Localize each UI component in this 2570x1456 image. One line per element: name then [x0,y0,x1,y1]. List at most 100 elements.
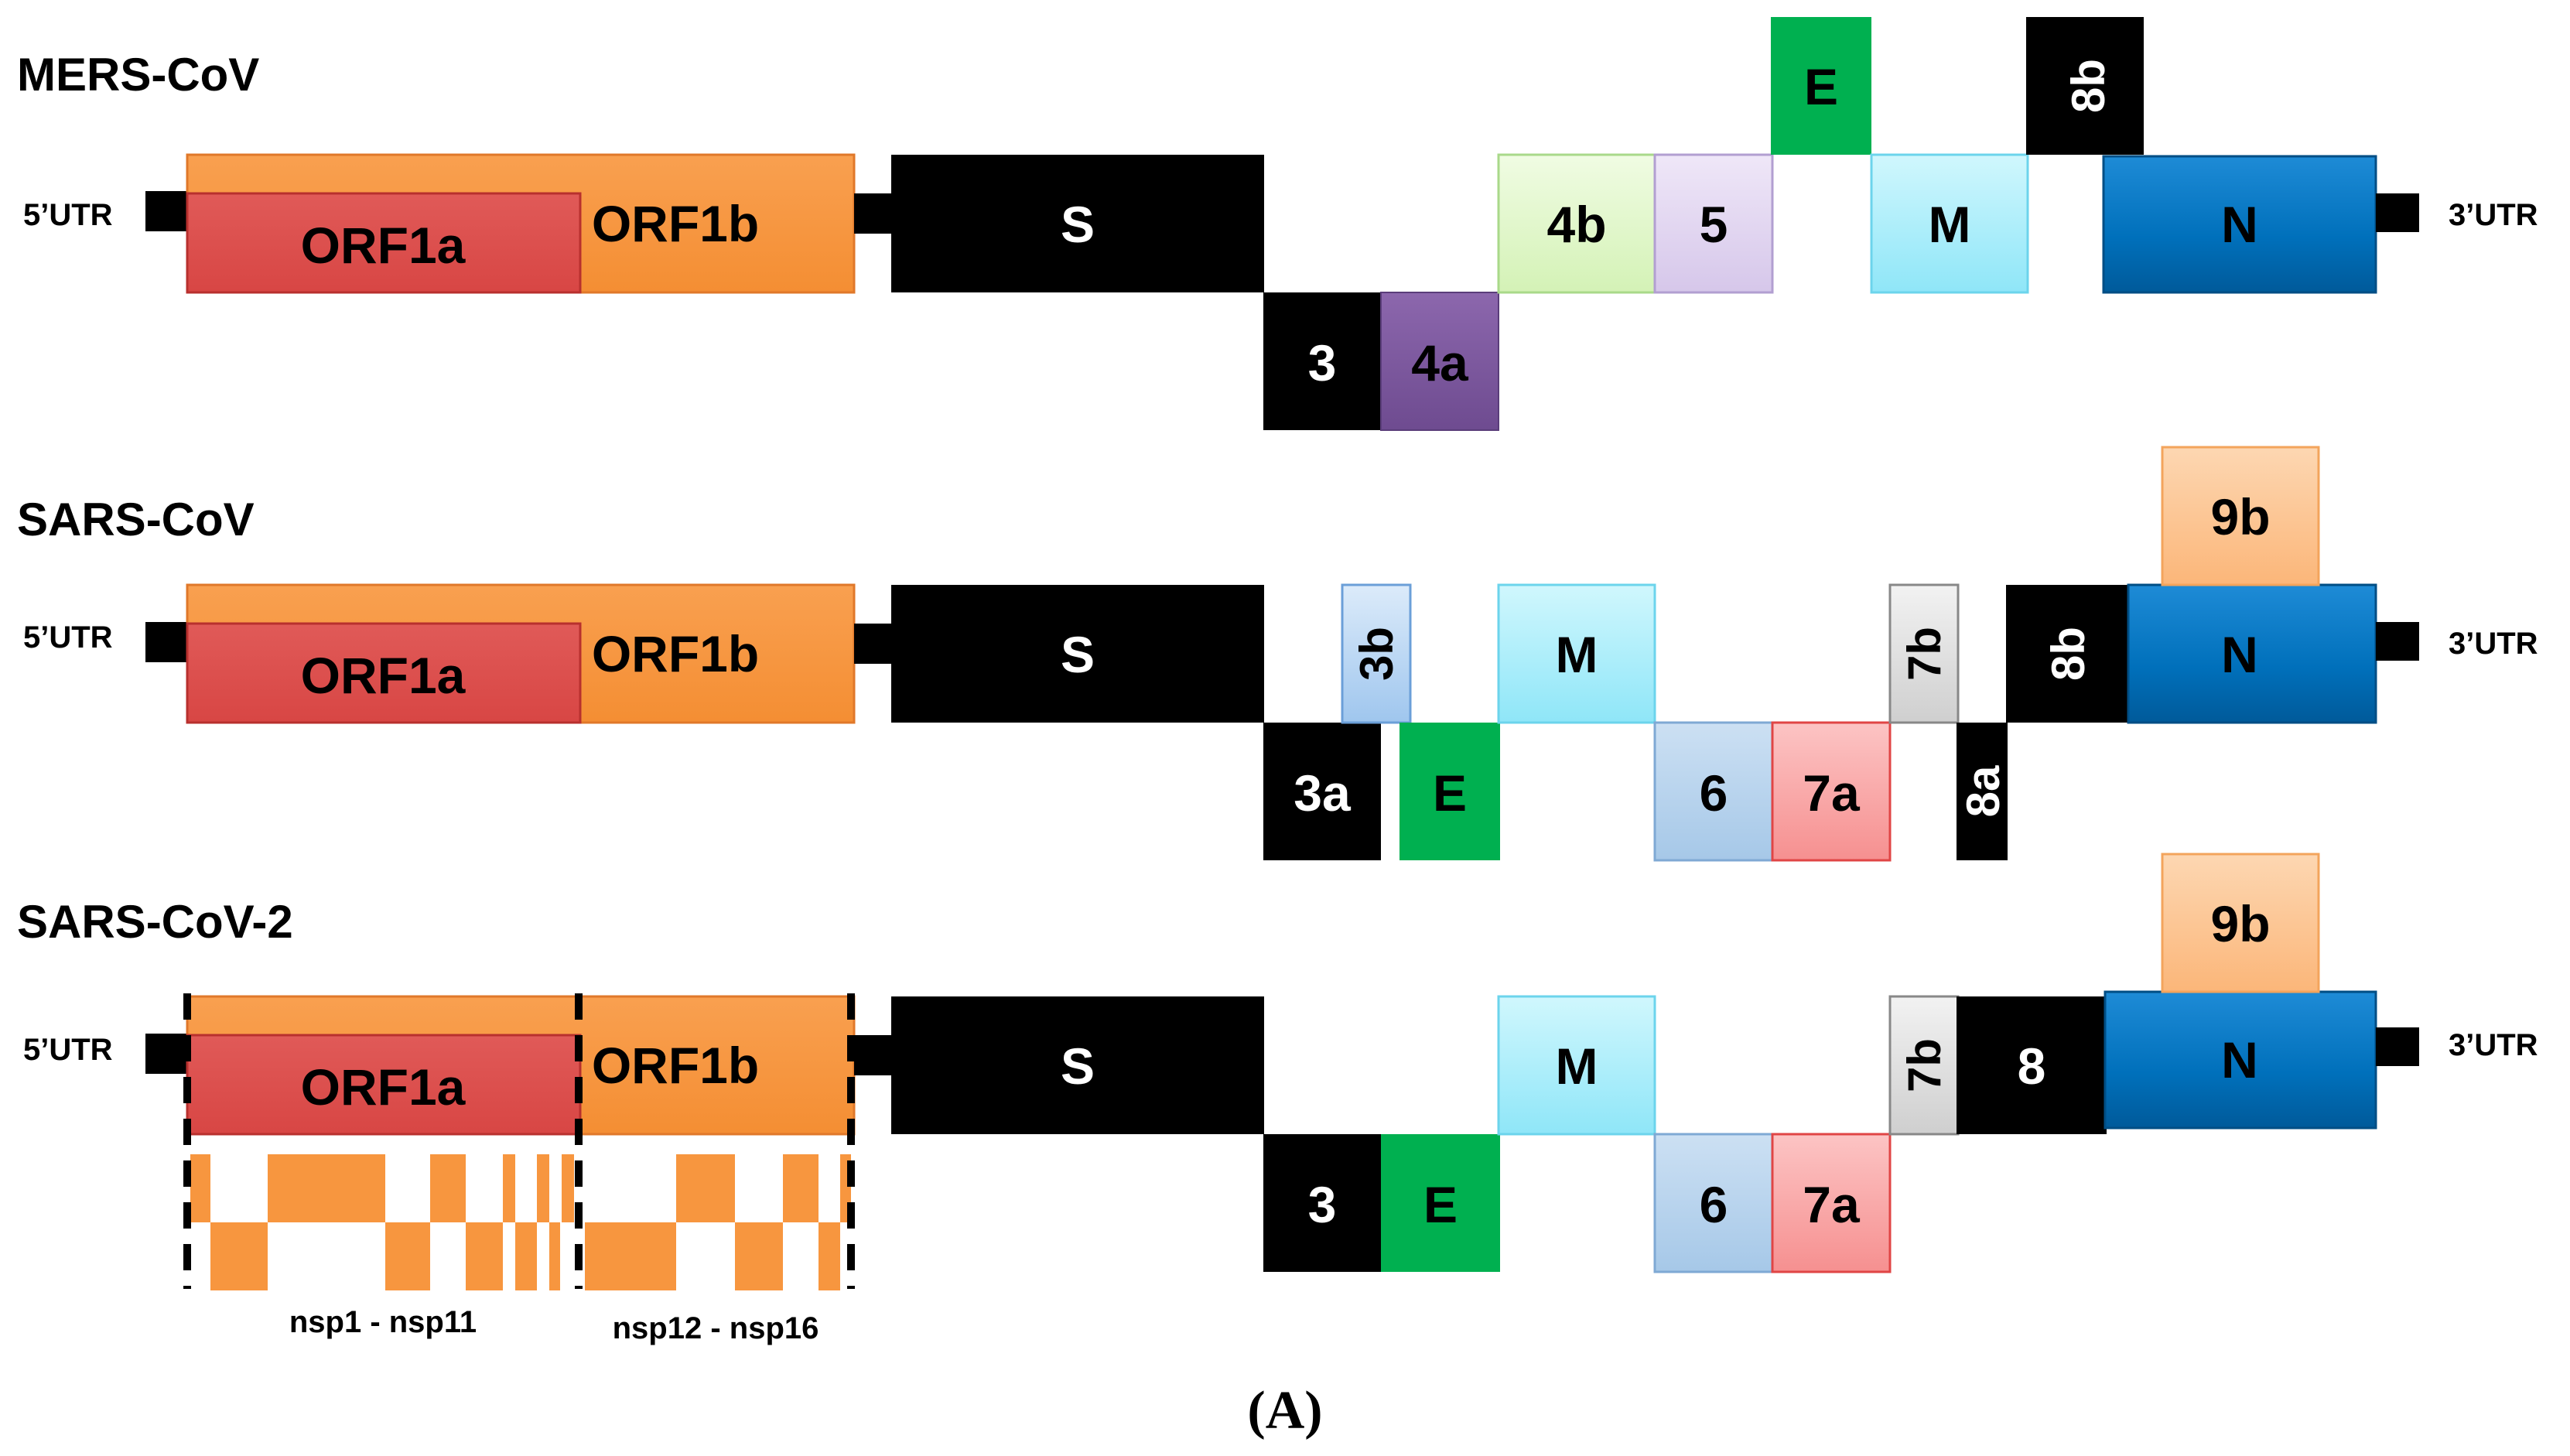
nsp-segment [466,1222,503,1290]
linker-block [854,193,893,234]
gene-9b [2161,446,2320,586]
nsp-segment [676,1154,735,1222]
nsp-segment [190,1154,210,1222]
nsp-right-label: nsp12 - nsp16 [613,1311,819,1345]
nsp-segment [562,1154,574,1222]
gene-s-label: S [1061,196,1095,253]
gene-m-label: M [1929,196,1971,253]
gene-3-label: 3 [1308,1176,1337,1233]
gene-4a [1380,292,1499,431]
orf1a-block [186,622,582,724]
gene-8-label: 8 [2018,1037,2046,1095]
linker-block [854,624,893,664]
gene-e [1381,1134,1500,1272]
utr5-label: 5’UTR [23,620,113,655]
nsp-segment [385,1222,430,1290]
gene-3b [1341,583,1412,724]
gene-7b [1888,995,1960,1136]
gene-n [2104,990,2377,1130]
genome-sars-cov-2: SARS-CoV-2 5’UTR ORF1a ORF1b [17,853,2538,1345]
gene-n-label: N [2221,626,2258,683]
gene-7a [1771,721,1892,862]
gene-3 [1263,292,1381,430]
nsp-segment [268,1154,385,1222]
gene-7b-label: 7b [1898,627,1950,681]
gene-8a [1957,723,2008,860]
nsp-left-label: nsp1 - nsp11 [289,1305,477,1339]
gene-e-label: E [1804,58,1838,115]
utr5-label: 5’UTR [23,198,113,232]
orf1a-label: ORF1a [301,1058,466,1116]
orf1a-block [186,192,582,294]
gene-6 [1653,721,1774,862]
gene-3b-label: 3b [1351,627,1403,681]
gene-4a-label: 4a [1411,334,1469,391]
gene-6-label: 6 [1700,1176,1728,1233]
gene-n-label: N [2221,196,2258,253]
utr3-block [2376,193,2419,232]
gene-7b-label: 7b [1898,1038,1950,1092]
gene-7a-label: 7a [1803,764,1861,822]
gene-8 [1957,996,2107,1134]
gene-6 [1653,1133,1774,1273]
utr5-block [145,191,189,231]
genome-sars-cov: SARS-CoV 5’UTR ORF1a ORF1b S 3a 3b E M 6… [17,446,2538,862]
gene-3 [1263,1134,1381,1272]
gene-6-label: 6 [1700,764,1728,822]
gene-8a-label: 8a [1957,765,2009,817]
gene-s-label: S [1061,1037,1095,1095]
genome-mers-cov: MERS-CoV 5’UTR ORF1a ORF1b S 3 4a 4b 5 E… [17,17,2538,431]
gene-3a [1263,723,1381,860]
gene-s-label: S [1061,626,1095,683]
gene-9b [2161,853,2320,993]
orf1b-label: ORF1b [592,1037,759,1094]
gene-7b [1888,583,1960,724]
genome-title: MERS-CoV [17,49,259,101]
gene-m [1870,153,2029,294]
gene-e-label: E [1423,1176,1458,1233]
gene-4b [1497,153,1656,294]
gene-9b-label: 9b [2210,488,2270,545]
nsp-segment [430,1154,466,1222]
orf1a-block [186,1034,582,1136]
gene-m [1497,583,1656,724]
gene-8b-label: 8b [2062,59,2114,113]
utr3-block [2376,1027,2419,1066]
gene-e [1399,723,1500,860]
gene-8b [2026,17,2144,155]
gene-5 [1653,153,1774,294]
utr5-label: 5’UTR [23,1033,113,1067]
gene-s [891,585,1264,723]
utr5-block [145,622,189,662]
linker-block [854,1035,893,1075]
gene-9b-label: 9b [2210,895,2270,952]
gene-s [891,155,1264,292]
gene-3a-label: 3a [1294,764,1352,822]
gene-8b-label: 8b [2042,627,2094,681]
genome-title: SARS-CoV-2 [17,896,293,948]
utr3-label: 3’UTR [2449,1028,2538,1062]
nsp-segment [585,1222,676,1290]
gene-m-label: M [1556,626,1598,683]
gene-7a [1771,1133,1892,1273]
orf1b-label: ORF1b [592,625,759,682]
nsp-segment [783,1154,819,1222]
utr3-block [2376,622,2419,661]
orf1a-label: ORF1a [301,217,466,274]
nsp-segment [549,1222,560,1290]
orf1b-label: ORF1b [592,195,759,252]
utr3-label: 3’UTR [2449,198,2538,232]
nsp-segment [503,1154,515,1222]
gene-3-label: 3 [1308,334,1337,391]
gene-s [891,996,1264,1134]
gene-e [1771,17,1871,155]
gene-5-label: 5 [1700,196,1728,253]
utr5-block [145,1034,189,1074]
orf1a-label: ORF1a [301,647,466,704]
nsp-track [190,1154,851,1290]
figure-caption: (A) [1247,1381,1322,1441]
nsp-segment [537,1154,549,1222]
nsp-segment [515,1222,537,1290]
gene-7a-label: 7a [1803,1176,1861,1233]
